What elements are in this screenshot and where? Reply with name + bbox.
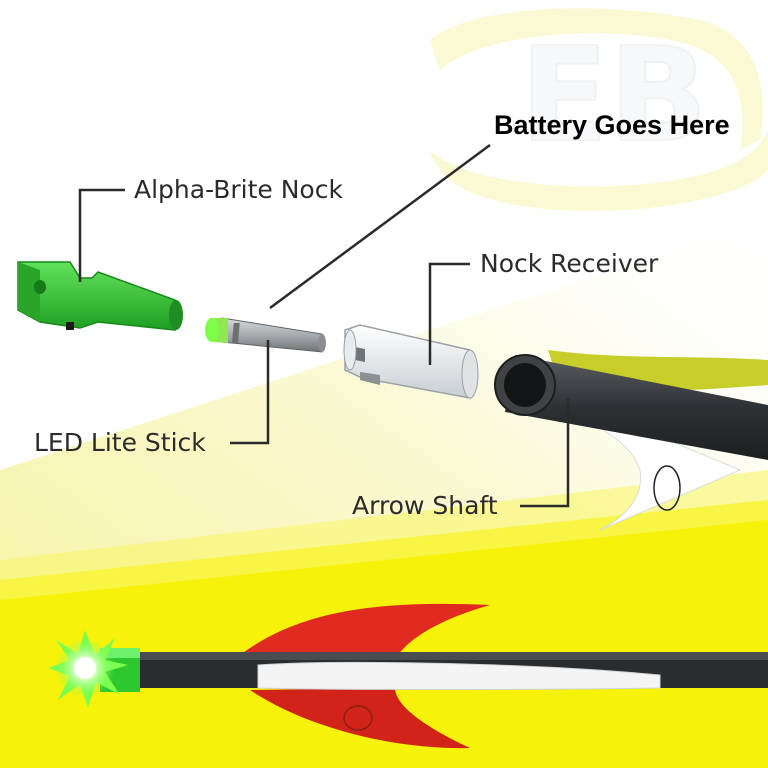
callout-lines [78, 143, 570, 508]
eb-logo-watermark: EB [430, 8, 768, 211]
nock-receiver [343, 324, 479, 399]
battery-callout-label: Battery Goes Here [494, 110, 730, 140]
alpha-nock-callout-line [78, 188, 125, 282]
nock-receiver-callout-label: Nock Receiver [480, 249, 659, 278]
assembled-arrow [100, 603, 768, 749]
battery-callout-line [269, 143, 491, 310]
arrow-shaft [494, 350, 768, 531]
led-lite-stick [205, 317, 326, 353]
alpha-brite-nock [17, 261, 183, 331]
nock-receiver-callout-line [428, 262, 470, 365]
arrow-shaft-callout-line [520, 398, 570, 508]
led-stick-callout-line [230, 340, 270, 445]
led-glow-burst [48, 630, 128, 708]
alpha-nock-callout-label: Alpha-Brite Nock [134, 175, 343, 204]
svg-text:EB: EB [520, 19, 708, 171]
led-stick-callout-label: LED Lite Stick [34, 428, 206, 457]
arrow-shaft-callout-label: Arrow Shaft [352, 491, 498, 520]
